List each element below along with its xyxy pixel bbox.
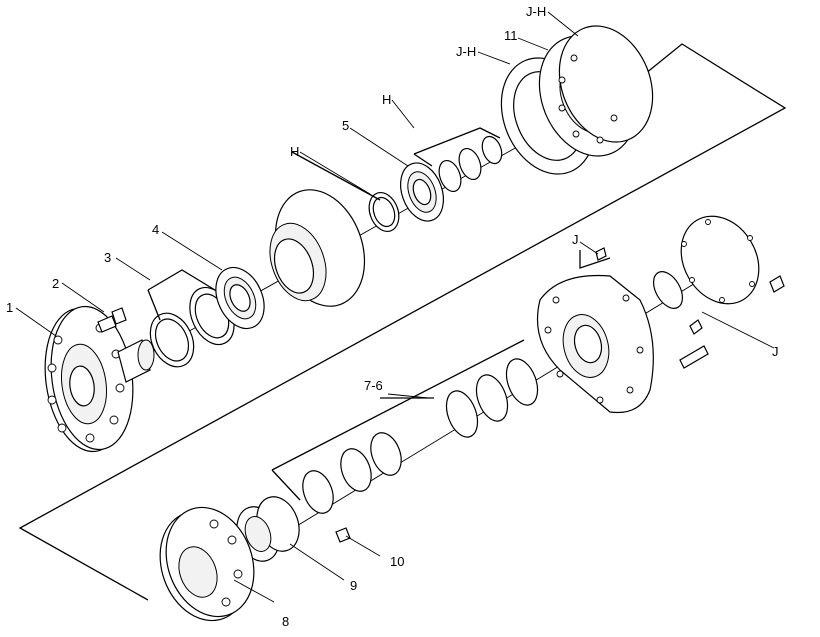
seal-ring-set-h — [438, 135, 503, 193]
bearing-part-5 — [399, 162, 445, 222]
label-j-upper: J — [572, 232, 579, 247]
label-j-h-left: J-H — [456, 44, 476, 59]
label-part-5: 5 — [342, 118, 349, 133]
shim-ring-h — [368, 192, 400, 232]
retainer-cover-part-11 — [500, 25, 654, 175]
main-housing-part — [536, 274, 654, 414]
seal-ring-part-3 — [149, 312, 195, 368]
gear-part-8 — [159, 506, 255, 622]
seal-ring-set-7-6 — [302, 358, 539, 514]
bearing-part-4 — [189, 266, 265, 346]
label-part-4: 4 — [152, 222, 159, 237]
label-part-7-6: 7-6 — [364, 378, 383, 393]
label-part-11: 11 — [504, 28, 518, 43]
dish-housing-part — [269, 189, 366, 307]
end-cover-plate-j — [595, 215, 785, 369]
bolt-part-10 — [335, 527, 351, 543]
label-j-h-top: J-H — [526, 4, 546, 19]
label-part-3: 3 — [104, 250, 111, 265]
label-part-1: 1 — [6, 300, 13, 315]
label-part-8: 8 — [282, 614, 289, 629]
label-part-2: 2 — [52, 276, 59, 291]
label-h-mid: H — [290, 144, 299, 159]
flange-hub-part — [44, 305, 155, 453]
assembly-center-lines — [18, 43, 787, 601]
leader-lines — [15, 11, 775, 603]
label-h-upper: H — [382, 92, 391, 107]
bolt-part-2 — [97, 307, 127, 333]
label-j-right: J — [772, 344, 779, 359]
label-part-9: 9 — [350, 578, 357, 593]
part-labels: 1 2 3 4 H 5 H J-H 11 J-H J J 7-6 10 9 8 — [6, 4, 779, 629]
label-part-10: 10 — [390, 554, 404, 569]
